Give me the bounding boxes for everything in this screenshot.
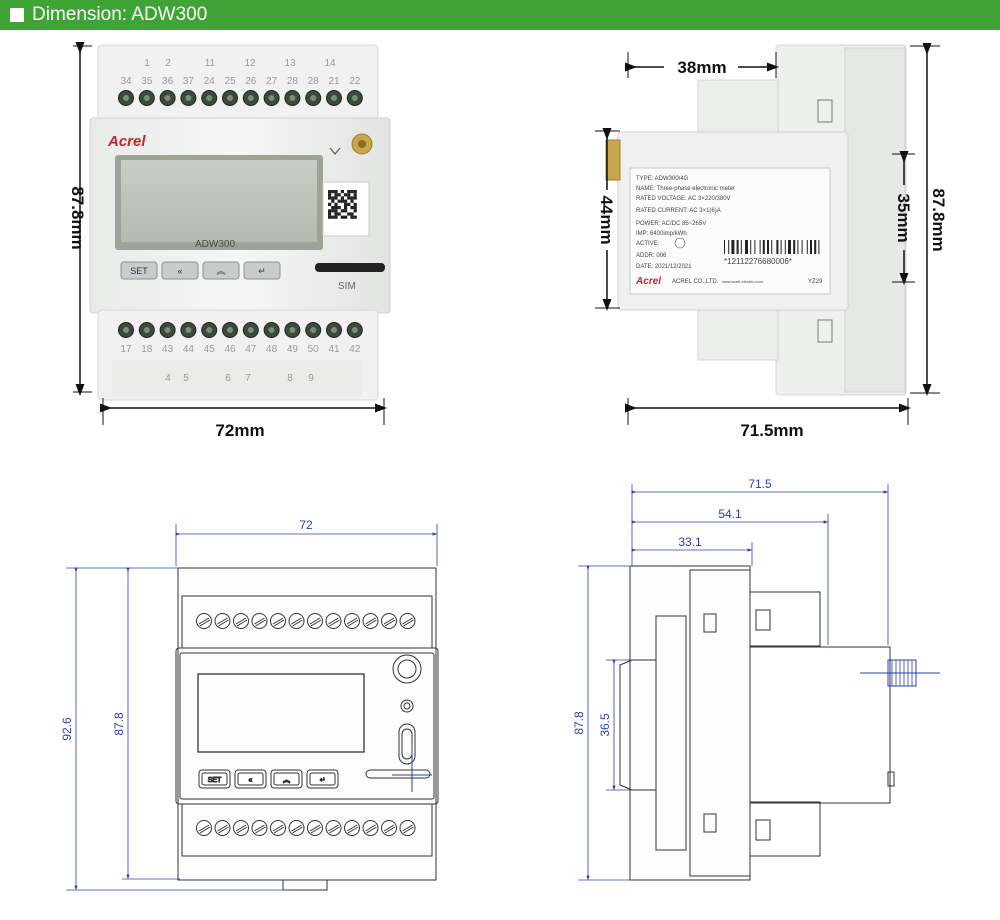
cad-side-view	[619, 565, 940, 881]
sim-slot	[315, 263, 385, 272]
terminal-group-number: 13	[284, 58, 296, 69]
dim-width-photo-side: 71.5mm	[740, 421, 803, 440]
terminal-group-number: 2	[165, 58, 171, 69]
terminal-number: 49	[287, 344, 299, 355]
cad-button-label: SET	[208, 777, 222, 784]
meter-button	[202, 261, 240, 280]
lcd-model: ADW300	[195, 239, 235, 250]
terminal-number: 36	[162, 76, 174, 87]
rating-label	[629, 167, 831, 295]
terminal-number: 47	[245, 344, 257, 355]
label-code: YZ29	[808, 279, 823, 285]
terminal-number: 22	[349, 76, 361, 87]
label-current: RATED CURRENT: AC 3×1(6)A	[636, 208, 721, 214]
meter-button-label: SET	[130, 266, 148, 276]
terminal-group-number: 9	[308, 373, 314, 384]
terminal-number: 28	[287, 76, 299, 87]
terminal-number: 18	[141, 344, 153, 355]
label-addr: ADDR: 006	[636, 253, 667, 259]
meter-button	[243, 261, 281, 280]
terminal-number: 41	[328, 344, 340, 355]
cad-front-dimensions: 72 92.6 87.8	[60, 518, 438, 891]
meter-button	[161, 261, 199, 280]
cad-side-height: 87.8	[572, 711, 586, 735]
terminal-group-number: 14	[324, 58, 336, 69]
terminal-number: 46	[224, 344, 236, 355]
label-company: ACREL CO.,LTD.	[672, 279, 719, 285]
terminal-number: 21	[328, 76, 340, 87]
cad-front-view: SET « ︽ ↵	[175, 567, 439, 891]
meter-button-label: ︽	[216, 266, 225, 276]
terminal-number: 50	[308, 344, 320, 355]
cad-front-height-total: 92.6	[60, 717, 74, 741]
terminal-number: 35	[141, 76, 153, 87]
dim-height-photo-front: 87.8mm	[68, 186, 87, 249]
terminal-group-number: 5	[183, 373, 189, 384]
terminal-number: 37	[183, 76, 195, 87]
cad-button-label: ↵	[320, 777, 326, 784]
dim-depth-top: 38mm	[677, 58, 726, 77]
terminal-number: 43	[162, 344, 174, 355]
cad-side-width-mid: 54.1	[718, 507, 742, 521]
cad-button-label: ︽	[283, 777, 290, 784]
meter-button	[120, 261, 158, 280]
dim-rail: 35mm	[894, 193, 913, 242]
label-brand: Acrel	[635, 276, 661, 287]
cad-side-dimensions: 71.5 54.1 33.1 87.8 36.5	[572, 477, 889, 881]
dim-width-photo-front: 72mm	[215, 421, 264, 440]
cad-side-width-front: 33.1	[678, 535, 702, 549]
terminal-number: 24	[204, 76, 216, 87]
terminal-group-number: 4	[165, 373, 171, 384]
terminal-number: 34	[120, 76, 132, 87]
meter-button-label: ↵	[258, 266, 266, 276]
cad-side-height-inner: 36.5	[598, 713, 612, 737]
cad-button	[234, 769, 267, 789]
dim-height-left: 44mm	[597, 195, 616, 244]
brand-logo: Acrel	[107, 133, 146, 150]
lcd-screen	[121, 160, 317, 242]
cad-button	[306, 769, 339, 789]
cad-front-height-body: 87.8	[112, 712, 126, 736]
cad-button	[270, 769, 303, 789]
terminal-number: 26	[245, 76, 257, 87]
label-serial: *12112276680006*	[724, 257, 792, 266]
label-date: DATE: 2021/12/2021	[636, 264, 692, 270]
terminal-number: 25	[224, 76, 236, 87]
label-power: POWER: AC/DC 85~265V	[636, 221, 706, 227]
terminal-number: 48	[266, 344, 278, 355]
header-square-icon	[10, 8, 24, 22]
photo-side-view: TYPE: ADW300/4G NAME: Three-phase electr…	[595, 43, 948, 440]
terminal-group-number: 12	[244, 58, 256, 69]
sim-label: SIM	[338, 281, 356, 292]
label-name: NAME: Three-phase electronic meter	[636, 186, 735, 192]
terminal-group-number: 8	[287, 373, 293, 384]
meter-button-label: «	[177, 266, 182, 276]
label-active: ACTIVE:	[636, 241, 660, 247]
terminal-number: 42	[349, 344, 361, 355]
terminal-group-number: 7	[245, 373, 251, 384]
terminal-number: 44	[183, 344, 195, 355]
cad-button-label: «	[249, 777, 253, 784]
cad-side-width-total: 71.5	[748, 477, 772, 491]
header-title: Dimension: ADW300	[32, 4, 208, 25]
cad-front-width: 72	[299, 518, 313, 532]
terminal-group-number: 1	[144, 58, 150, 69]
terminal-number: 17	[120, 344, 132, 355]
terminal-number: 28	[308, 76, 320, 87]
label-type: TYPE: ADW300/4G	[636, 176, 689, 182]
label-voltage: RATED VOLTAGE: AC 3×220/380V	[636, 196, 731, 202]
label-imp: IMP: 6400imp/kWh	[636, 231, 687, 237]
terminal-number: 27	[266, 76, 278, 87]
dim-height-right: 87.8mm	[929, 188, 948, 251]
label-web: www.acrel-electric.com	[722, 279, 764, 284]
terminal-group-number: 6	[225, 373, 231, 384]
terminal-number: 45	[204, 344, 216, 355]
cad-button	[198, 769, 231, 789]
section-header: Dimension: ADW300	[0, 0, 1000, 30]
cad-lcd	[197, 673, 365, 753]
terminal-group-number: 11	[205, 58, 216, 69]
signal-icon	[329, 147, 341, 155]
